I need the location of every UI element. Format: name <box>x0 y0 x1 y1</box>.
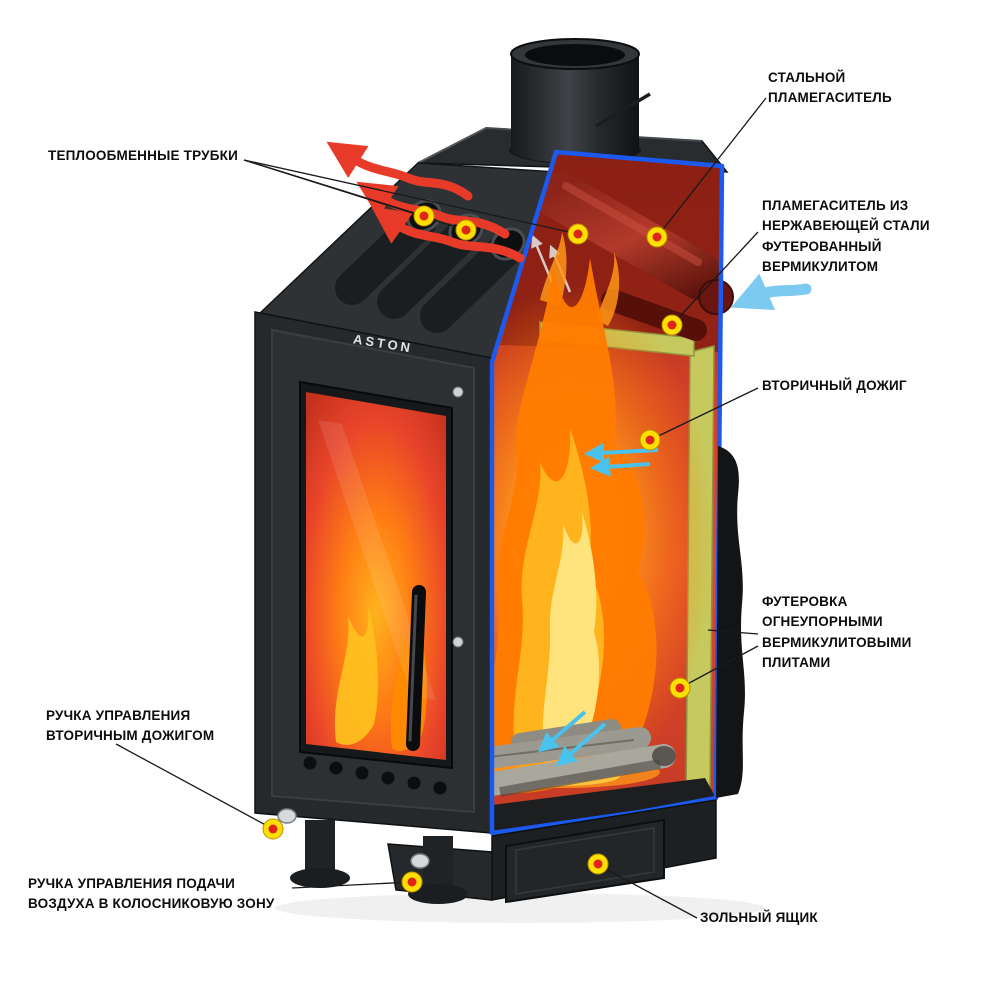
callout-marker <box>401 871 423 893</box>
callout-marker <box>455 219 477 241</box>
callout-marker <box>587 853 609 875</box>
callout-marker <box>567 223 589 245</box>
callout-markers <box>262 205 691 893</box>
combustion-chamber <box>492 152 722 833</box>
callout-marker <box>669 677 691 699</box>
floor-shadow <box>275 893 765 923</box>
label-steel-flame-arrester: СТАЛЬНОЙ ПЛАМЕГАСИТЕЛЬ <box>768 70 892 106</box>
label-ash-box: ЗОЛЬНЫЙ ЯЩИК <box>700 910 818 925</box>
secondary-air-arrows <box>537 442 659 767</box>
heat-exchange-tubes <box>256 162 559 361</box>
door-hinge <box>452 636 464 648</box>
label-grate-air-handle: РУЧКА УПРАВЛЕНИЯ ПОДАЧИ ВОЗДУХА В КОЛОСН… <box>28 876 275 912</box>
vent-holes <box>302 755 448 796</box>
grate-air-knob[interactable] <box>410 853 430 869</box>
flames <box>492 232 657 794</box>
hearth-lip <box>492 778 716 833</box>
ash-box-drawer[interactable] <box>505 818 665 904</box>
callout-marker <box>413 205 435 227</box>
door-handle-lever[interactable] <box>406 585 426 751</box>
secondary-air-knob[interactable] <box>277 808 297 824</box>
stove-leg <box>290 820 350 888</box>
label-stainless-flame-arrester: ПЛАМЕГАСИТЕЛЬ ИЗ НЕРЖАВЕЮЩЕЙ СТАЛИ ФУТЕР… <box>762 198 930 274</box>
door-hinge <box>452 386 464 398</box>
label-vermiculite-lining: ФУТЕРОВКА ОГНЕУПОРНЫМИ ВЕРМИКУЛИТОВЫМИ П… <box>762 594 912 670</box>
callout-marker <box>646 226 668 248</box>
flame-arrester-tube <box>536 172 722 300</box>
damper-rod <box>595 92 651 128</box>
heat-output-arrows <box>326 141 525 263</box>
stove-leg <box>408 836 468 904</box>
air-intake-arrow <box>730 273 812 311</box>
label-heat-exchange-tubes: ТЕПЛООБМЕННЫЕ ТРУБКИ <box>48 148 238 163</box>
label-secondary-afterburn: ВТОРИЧНЫЙ ДОЖИГ <box>762 378 907 393</box>
callout-marker <box>262 818 284 840</box>
stove-front-door: ASTON <box>254 311 493 834</box>
chimney-pipe <box>509 38 651 164</box>
flame-arrester-end <box>698 279 734 315</box>
stove-base <box>290 799 717 904</box>
side-casing <box>716 446 745 798</box>
label-secondary-air-handle: РУЧКА УПРАВЛЕНИЯ ВТОРИЧНЫМ ДОЖИГОМ <box>46 708 215 744</box>
callout-marker <box>639 429 661 451</box>
callout-marker <box>661 314 683 336</box>
